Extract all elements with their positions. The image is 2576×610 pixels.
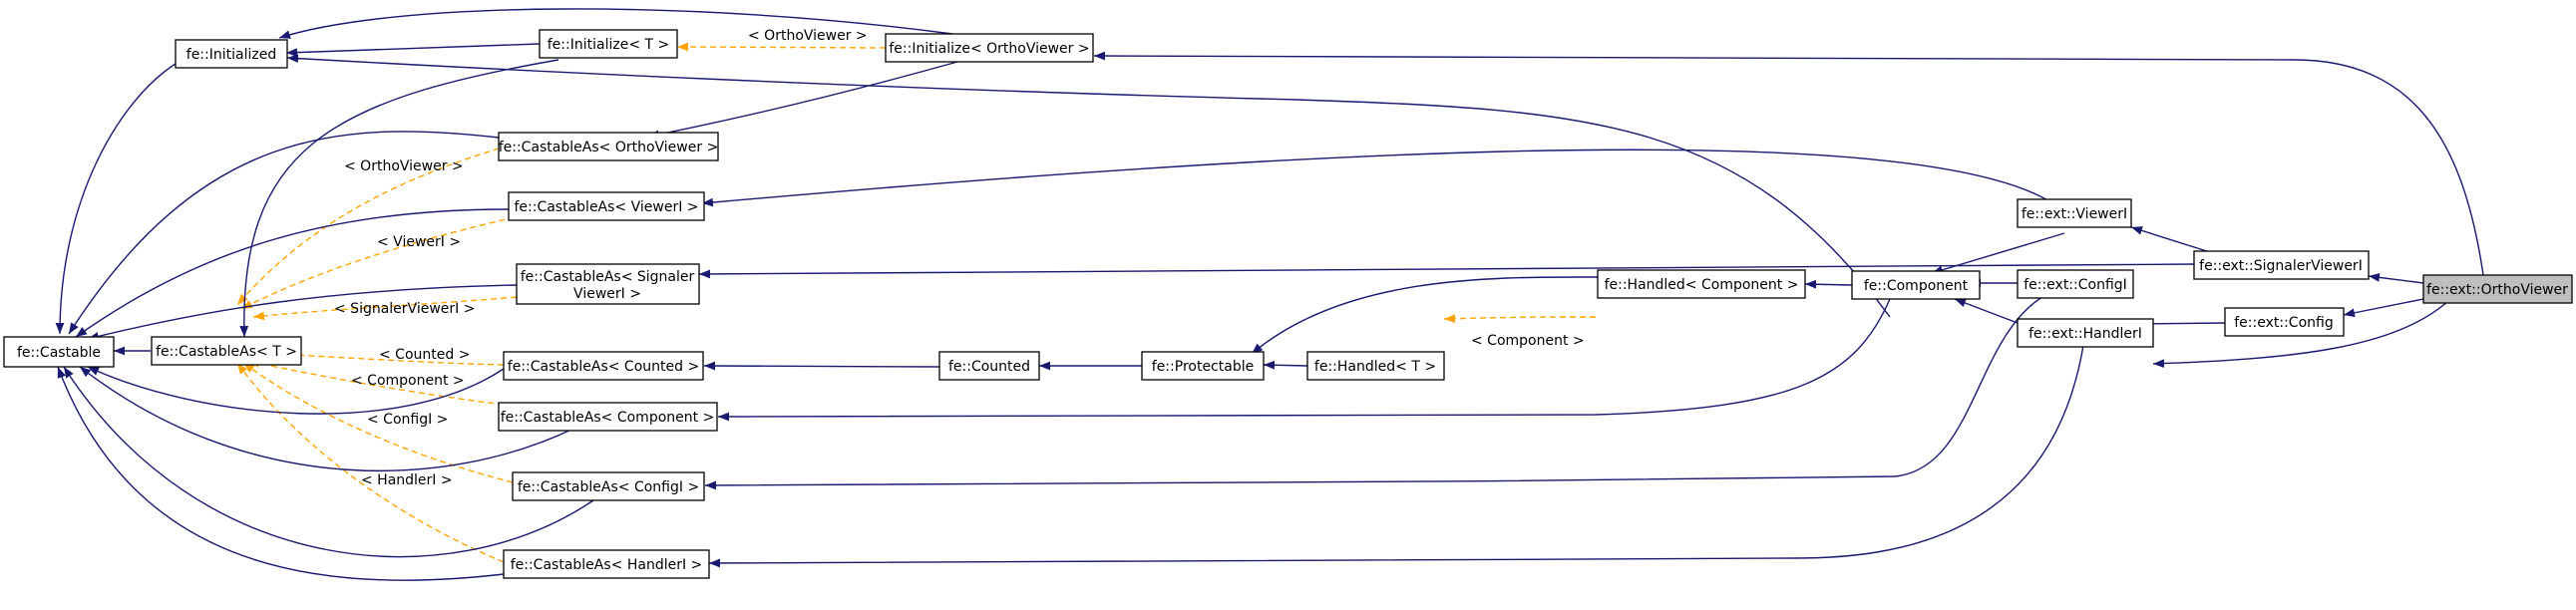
edge-castableas-counted-to-castableas-t [252, 349, 505, 366]
node-castableas-component[interactable]: fe::CastableAs< Component > [498, 402, 718, 432]
node-initialized[interactable]: fe::Initialized [175, 39, 288, 69]
node-label-handled-component: fe::Handled< Component > [1605, 277, 1799, 293]
node-label-ext-config: fe::ext::Config [2234, 315, 2333, 331]
node-label-castable: fe::Castable [17, 345, 101, 361]
node-castableas-handleri[interactable]: fe::CastableAs< HandlerI > [503, 549, 710, 579]
node-castableas-signalervieweri[interactable]: fe::CastableAs< Signaler ViewerI > [516, 263, 700, 305]
node-initialize-t[interactable]: fe::Initialize< T > [539, 29, 678, 59]
edge-label-signalervieweri: < SignalerViewerI > [334, 301, 475, 317]
node-counted[interactable]: fe::Counted [938, 351, 1040, 381]
edge-label-vieweri: < ViewerI > [377, 234, 461, 250]
node-ext-orthoviewer[interactable]: fe::ext::OrthoViewer [2422, 274, 2573, 304]
edge-label-handled-component: < Component > [1471, 333, 1585, 349]
nodes: fe::Castable fe::Initialized fe::Castabl… [3, 29, 2573, 579]
node-handled-t[interactable]: fe::Handled< T > [1306, 351, 1445, 381]
edge-handleri-to-component [1954, 298, 2019, 324]
edge-castableas-orthoviewer-to-castableas-t [236, 145, 510, 306]
edge-signalervieweri-to-vieweri [2130, 226, 2211, 253]
node-label-castableas-signalervieweri-line2: ViewerI > [573, 286, 641, 302]
edge-handled-component-to-handled-t [1443, 314, 1597, 324]
edge-castableas-counted-to-castable [87, 366, 505, 415]
edge-label-orthoviewer: < OrthoViewer > [344, 158, 464, 174]
node-castableas-counted[interactable]: fe::CastableAs< Counted > [503, 351, 704, 381]
node-label-castableas-configi: fe::CastableAs< ConfigI > [518, 479, 699, 495]
edge-initialize-orthoviewer-to-initialize-t [676, 42, 887, 52]
edge-label-handleri: < HandlerI > [361, 472, 453, 488]
edge-orthoviewer-to-handleri [2152, 300, 2449, 369]
node-ext-vieweri[interactable]: fe::ext::ViewerI [2017, 198, 2132, 228]
edge-vieweri-to-component [1931, 232, 2065, 275]
node-castableas-vieweri[interactable]: fe::CastableAs< ViewerI > [508, 191, 705, 221]
edge-initialize-orthoviewer-to-initialized [278, 8, 953, 39]
edge-initialized-to-castable [55, 63, 177, 335]
node-label-castableas-component: fe::CastableAs< Component > [501, 410, 715, 426]
edge-orthoviewer-to-config [2343, 298, 2424, 318]
node-label-ext-signalervieweri: fe::ext::SignalerViewerI [2199, 258, 2363, 274]
node-label-initialized: fe::Initialized [186, 47, 276, 63]
edge-handleri-to-castableas-handleri [708, 338, 2085, 568]
node-initialize-orthoviewer[interactable]: fe::Initialize< OrthoViewer > [885, 33, 1094, 63]
node-label-handled-t: fe::Handled< T > [1314, 359, 1436, 375]
edge-label-component: < Component > [351, 373, 465, 389]
node-handled-component[interactable]: fe::Handled< Component > [1597, 269, 1806, 299]
edge-handled-t-to-protectable [1263, 360, 1308, 370]
edge-signalervieweri-to-castableas-signalervieweri [698, 263, 2195, 279]
edge-vieweri-to-castableas-vieweri [701, 149, 2050, 207]
node-label-counted: fe::Counted [948, 359, 1030, 375]
edge-component-to-handled-component [1804, 279, 1853, 289]
inheritance-edges [55, 8, 2484, 581]
edge-configi-to-castableas-configi [704, 296, 2043, 490]
edge-orthoviewer-to-initialize-orthoviewer [1093, 51, 2484, 276]
node-label-castableas-orthoviewer: fe::CastableAs< OrthoViewer > [499, 140, 719, 155]
edge-castableas-orthoviewer-to-castable [68, 131, 500, 335]
edge-handled-component-to-protectable [1251, 276, 1599, 355]
edge-castableas-handleri-to-castable [57, 366, 505, 581]
node-label-initialize-t: fe::Initialize< T > [548, 37, 669, 53]
edge-castableas-component-to-castableas-t [247, 359, 505, 406]
edge-component-to-initialized [286, 54, 1891, 318]
node-label-castableas-counted: fe::CastableAs< Counted > [508, 359, 699, 375]
node-label-ext-handleri: fe::ext::HandlerI [2028, 326, 2142, 342]
node-castableas-configi[interactable]: fe::CastableAs< ConfigI > [512, 471, 705, 501]
node-label-ext-vieweri: fe::ext::ViewerI [2022, 206, 2127, 222]
node-label-castableas-t: fe::CastableAs< T > [156, 344, 297, 360]
template-edges [236, 42, 1597, 563]
node-protectable[interactable]: fe::Protectable [1141, 351, 1265, 381]
edge-castableas-vieweri-to-castableas-t [240, 216, 516, 310]
node-label-ext-configi: fe::ext::ConfigI [2024, 277, 2127, 293]
edge-component-to-castableas-component [717, 298, 1891, 422]
node-label-component: fe::Component [1864, 278, 1969, 294]
node-ext-handleri[interactable]: fe::ext::HandlerI [2017, 318, 2154, 348]
edge-labels: < OrthoViewer > < OrthoViewer > < Viewer… [334, 28, 1585, 488]
edge-castableas-component-to-castable [79, 366, 574, 472]
node-label-castableas-vieweri: fe::CastableAs< ViewerI > [514, 199, 698, 215]
edge-orthoviewer-to-signalervieweri [2368, 273, 2424, 284]
edge-counted-to-castableas-counted [703, 361, 940, 371]
node-ext-signalervieweri[interactable]: fe::ext::SignalerViewerI [2193, 250, 2370, 280]
edge-castableas-configi-to-castable [63, 366, 594, 558]
edge-initialize-orthoviewer-to-castableas-orthoviewer [647, 61, 958, 140]
edge-castableas-vieweri-to-castable [75, 208, 510, 338]
node-label-castableas-handleri: fe::CastableAs< HandlerI > [511, 557, 703, 573]
node-castable[interactable]: fe::Castable [3, 336, 115, 368]
node-label-castableas-signalervieweri-line1: fe::CastableAs< Signaler [521, 269, 695, 285]
edge-castableas-signalervieweri-to-castableas-t [252, 296, 518, 321]
edge-initialize-t-to-initialized [285, 43, 541, 58]
edge-castableas-handleri-to-castableas-t [236, 362, 505, 563]
node-castableas-t[interactable]: fe::CastableAs< T > [151, 336, 302, 366]
node-label-protectable: fe::Protectable [1152, 359, 1254, 375]
edge-label-configi: < ConfigI > [367, 412, 448, 428]
node-castableas-orthoviewer[interactable]: fe::CastableAs< OrthoViewer > [498, 132, 719, 161]
edge-label-orthoviewer-init: < OrthoViewer > [748, 28, 868, 44]
node-ext-config[interactable]: fe::ext::Config [2224, 307, 2345, 337]
node-component[interactable]: fe::Component [1851, 270, 1981, 300]
node-label-initialize-orthoviewer: fe::Initialize< OrthoViewer > [889, 41, 1089, 57]
node-ext-configi[interactable]: fe::ext::ConfigI [2017, 269, 2134, 299]
edge-initialize-t-to-castableas-t [239, 59, 559, 338]
node-label-ext-orthoviewer: fe::ext::OrthoViewer [2426, 282, 2568, 298]
edge-label-counted: < Counted > [379, 347, 470, 363]
edge-castableas-signalervieweri-to-castable [87, 284, 518, 341]
